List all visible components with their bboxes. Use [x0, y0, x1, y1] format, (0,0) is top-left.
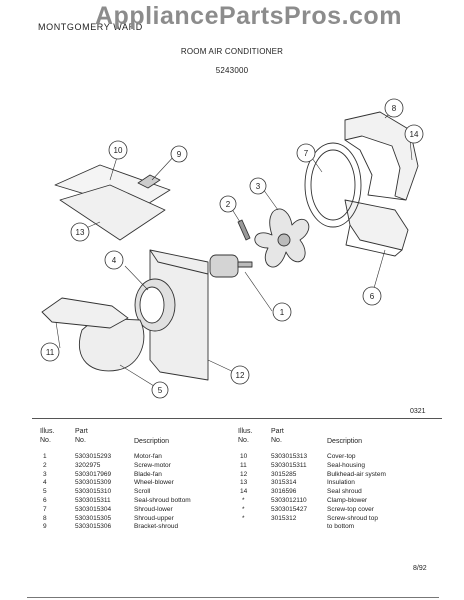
callout-7-circle	[296, 143, 316, 163]
table-row: to bottom	[327, 523, 355, 531]
upper-shroud-side	[344, 139, 407, 201]
revision-date: 8/92	[413, 565, 427, 572]
callout-8-circle	[384, 98, 404, 118]
callout-12-circle	[230, 365, 250, 385]
seal-housing-part	[41, 297, 129, 329]
callout-14-circle	[404, 124, 424, 144]
callout-10: 10	[114, 146, 123, 155]
fan-hub	[277, 233, 291, 247]
callout-1-circle	[272, 302, 292, 322]
callout-9-circle	[170, 145, 188, 163]
brand-label: MONTGOMERY WARD	[38, 22, 143, 32]
callout-2-circle	[219, 195, 237, 213]
callout-4-circle	[104, 250, 124, 270]
shroud-seal-inner	[310, 149, 356, 221]
motor-body	[209, 254, 239, 278]
callout-5-circle	[151, 381, 169, 399]
callout-13-circle	[70, 222, 90, 242]
description-header-right: Description	[327, 438, 363, 445]
description-header-left: Description	[134, 438, 170, 445]
illus-header-left: Illus.No.	[40, 428, 55, 445]
page-title: ROOM AIR CONDITIONER	[180, 47, 284, 56]
bottom-rule	[27, 597, 439, 598]
watermark: AppliancePartsPros.com	[95, 2, 402, 30]
illus-header-right: Illus.No.	[238, 428, 253, 445]
divider	[32, 418, 442, 419]
insulation-part	[59, 184, 166, 241]
callout-7: 7	[304, 149, 309, 158]
callout-11-circle	[40, 342, 60, 362]
lower-shroud-bottom	[345, 224, 403, 257]
exploded-parts-diagram: 1 2 3 4 5 6 7 8 9 10 11 12 13 14	[40, 98, 424, 399]
page-code: 0321	[410, 408, 426, 415]
motor-shaft	[237, 261, 253, 268]
bracket-shroud-part	[137, 174, 161, 189]
callout-12: 12	[236, 371, 245, 380]
callout-13: 13	[76, 228, 85, 237]
callout-4: 4	[112, 256, 117, 265]
callout-8: 8	[392, 104, 397, 113]
callout-1: 1	[280, 308, 285, 317]
lower-shroud-part	[344, 199, 409, 251]
upper-shroud-part	[344, 111, 419, 201]
bulkhead-edge	[149, 249, 209, 275]
callout-11: 11	[46, 348, 55, 357]
callout-3-circle	[249, 177, 267, 195]
callout-2: 2	[226, 200, 231, 209]
model-number: 5243000	[215, 66, 249, 75]
shroud-seal-ring	[304, 142, 362, 228]
callout-10-circle	[108, 140, 128, 160]
callout-9: 9	[177, 150, 182, 159]
callout-5: 5	[158, 386, 163, 395]
callout-6: 6	[370, 292, 375, 301]
motor-screw	[237, 219, 251, 241]
callout-6-circle	[362, 286, 382, 306]
scroll-part	[78, 317, 145, 372]
callout-3: 3	[256, 182, 261, 191]
callout-14: 14	[410, 130, 419, 139]
blower-wheel-inner	[139, 286, 165, 324]
